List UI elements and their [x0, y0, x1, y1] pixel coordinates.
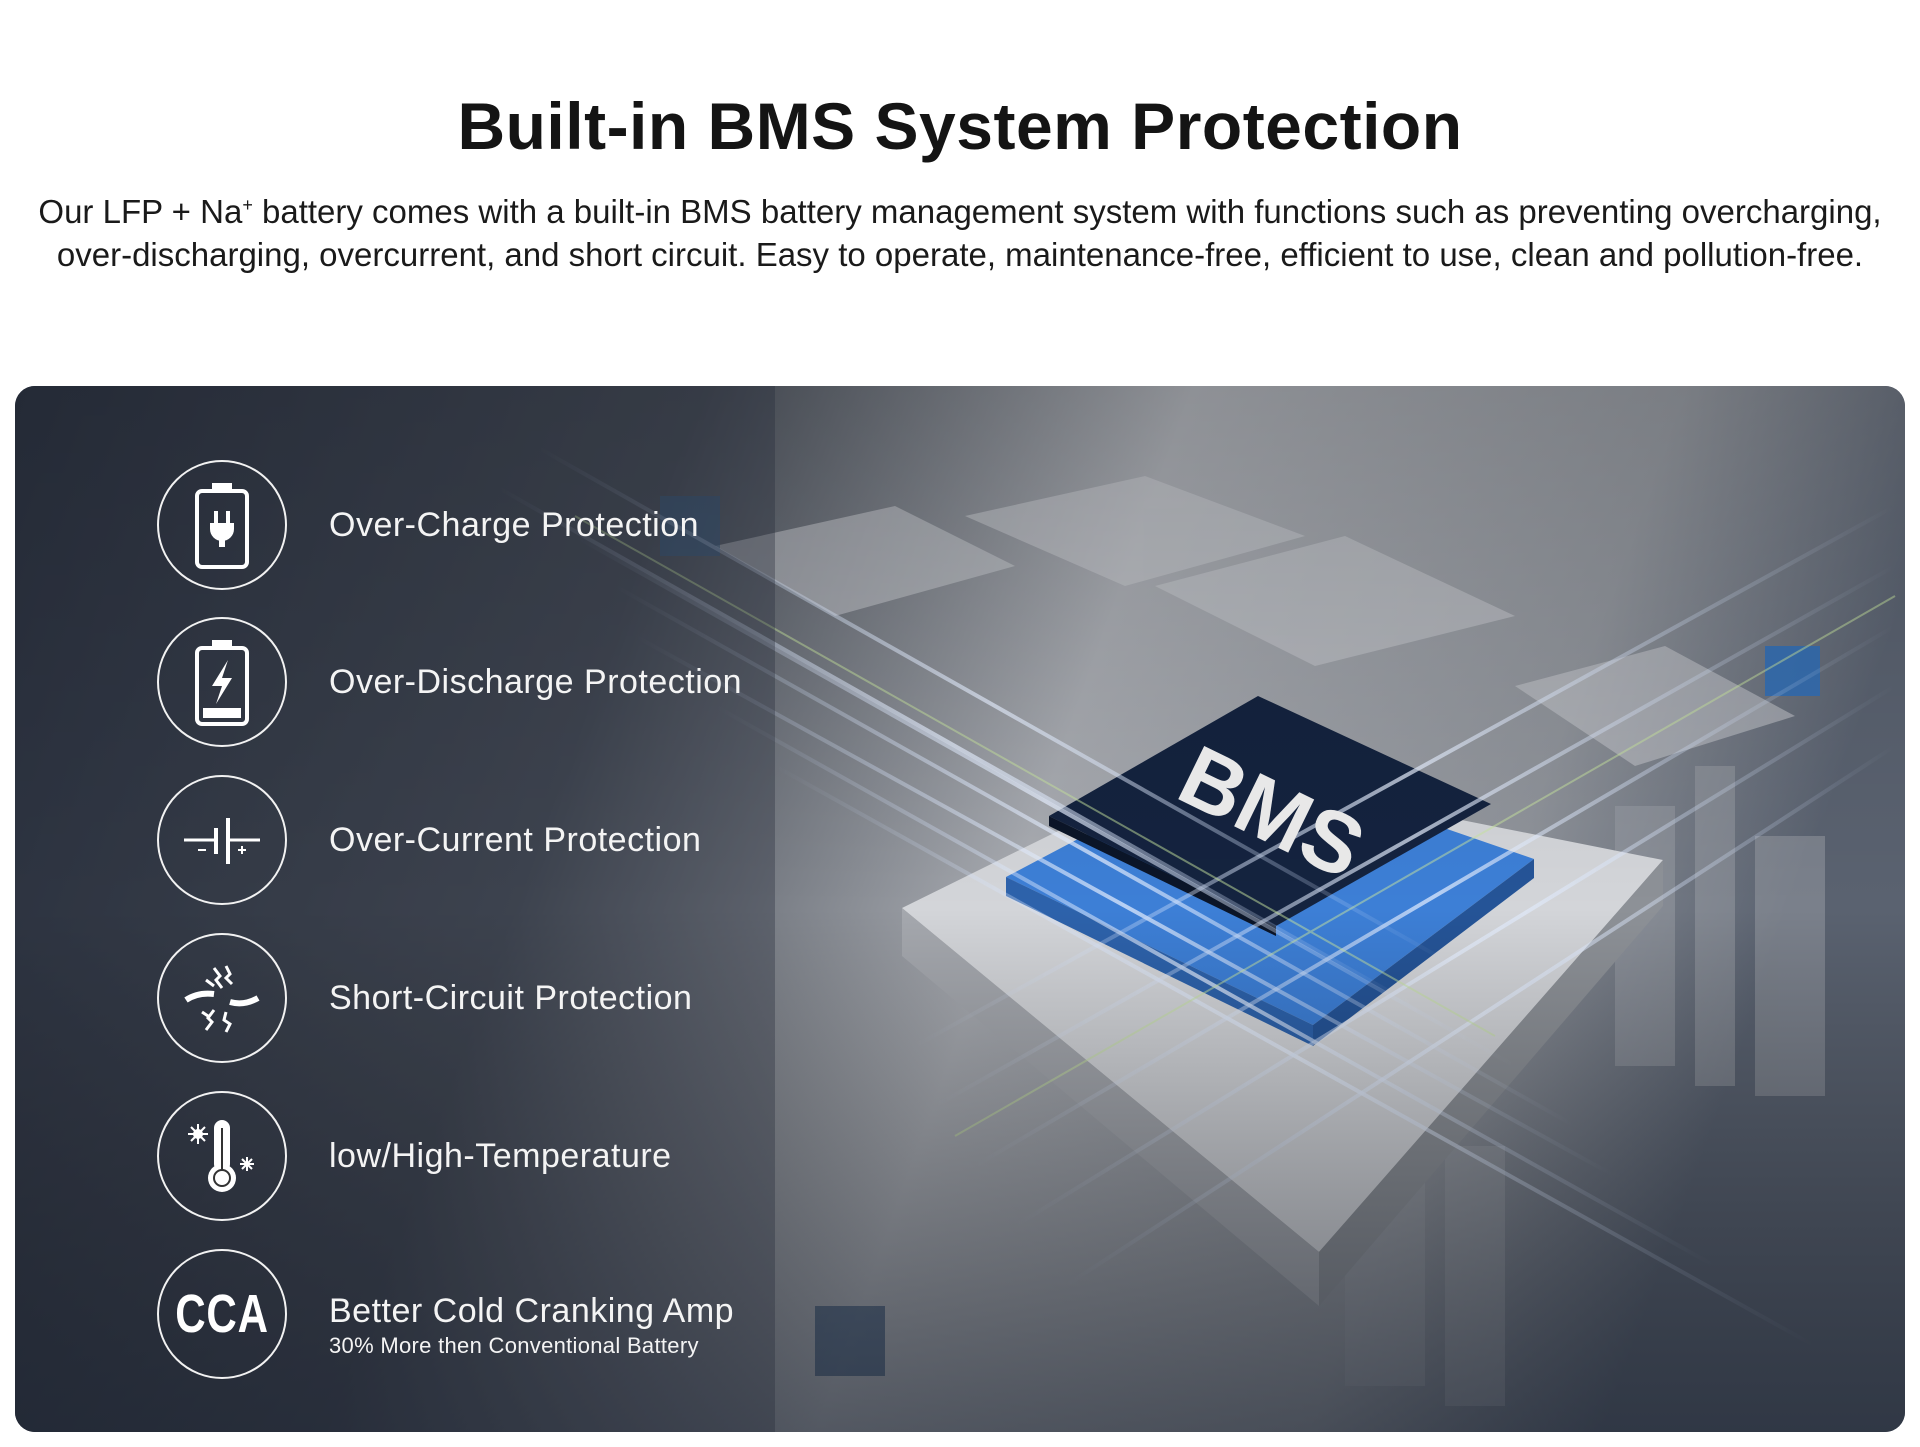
bms-feature-panel: BMS Over-Charge Protection Over-Discharg…	[15, 386, 1905, 1432]
feature-label: Over-Charge Protection	[329, 505, 700, 544]
feature-over-current: Over-Current Protection	[157, 773, 701, 907]
intro-text: Our LFP + Na	[38, 193, 243, 230]
battery-plug-icon	[157, 460, 287, 590]
capacitor-icon	[157, 775, 287, 905]
feature-label: low/High-Temperature	[329, 1136, 672, 1175]
feature-label: Over-Discharge Protection	[329, 662, 743, 701]
bms-chip-illustration: BMS	[15, 386, 1905, 1432]
cca-badge-icon: CCA	[157, 1249, 287, 1379]
broken-wire-spark-icon	[157, 933, 287, 1063]
feature-label: Better Cold Cranking Amp	[329, 1291, 735, 1330]
feature-over-discharge: Over-Discharge Protection	[157, 615, 742, 749]
page-title: Built-in BMS System Protection	[457, 89, 1463, 163]
feature-sublabel: 30% More then Conventional Battery	[329, 1332, 699, 1358]
battery-bolt-icon	[157, 617, 287, 747]
feature-over-charge: Over-Charge Protection	[157, 458, 699, 592]
feature-label: Short-Circuit Protection	[329, 978, 693, 1017]
feature-temperature: low/High-Temperature	[157, 1089, 672, 1223]
feature-cold-cranking: CCA Better Cold Cranking Amp 30% More th…	[157, 1247, 734, 1381]
cca-badge-text: CCA	[175, 1284, 269, 1344]
intro-paragraph: Our LFP + Na+ battery comes with a built…	[30, 184, 1890, 276]
intro-superscript: +	[242, 195, 253, 215]
feature-short-circuit: Short-Circuit Protection	[157, 931, 692, 1065]
feature-text-group: Better Cold Cranking Amp 30% More then C…	[329, 1292, 734, 1359]
thermometer-icon	[157, 1091, 287, 1221]
intro-text-rest: battery comes with a built-in BMS batter…	[56, 193, 1882, 273]
feature-label: Over-Current Protection	[329, 820, 702, 859]
